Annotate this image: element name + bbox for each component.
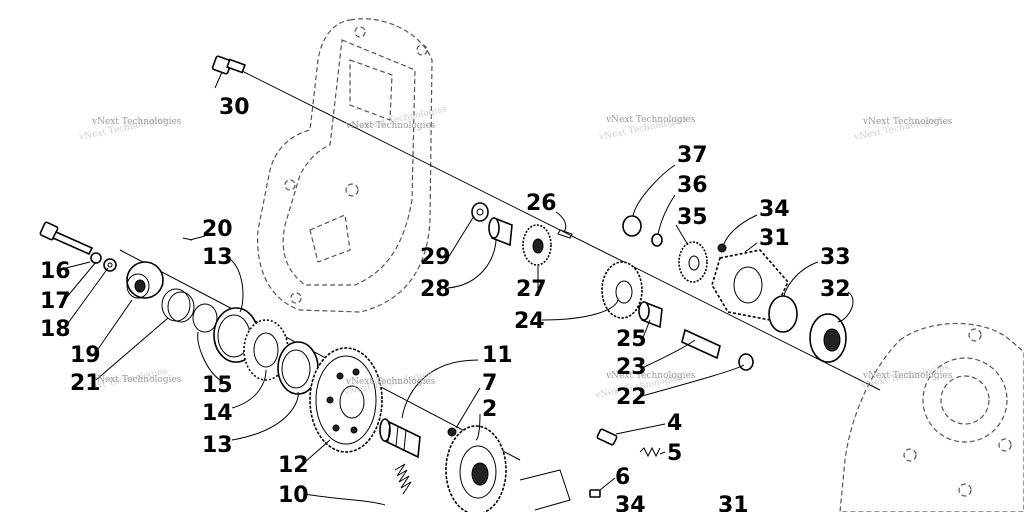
callout-29: 29 xyxy=(420,245,451,270)
callout-28: 28 xyxy=(420,277,451,302)
bolt-30 xyxy=(211,55,246,75)
callout-31-top: 31 xyxy=(759,226,790,251)
svg-text:vNext Technologies: vNext Technologies xyxy=(862,117,953,127)
callout-17: 17 xyxy=(40,289,71,314)
nut-7 xyxy=(447,427,457,437)
svg-text:vNext Technologies: vNext Technologies xyxy=(345,377,436,387)
svg-text:vNext Technologies: vNext Technologies xyxy=(91,117,182,127)
nut-34 xyxy=(717,243,727,253)
callout-4: 4 xyxy=(667,411,682,436)
callout-16: 16 xyxy=(40,259,71,284)
callout-19: 19 xyxy=(70,343,101,368)
callout-12: 12 xyxy=(278,453,309,478)
snap-ring-21 xyxy=(161,288,195,323)
callout-31-bottom: 31 xyxy=(718,493,749,512)
callout-37: 37 xyxy=(677,143,708,168)
washer-36 xyxy=(651,233,663,247)
callout-13-top: 13 xyxy=(202,245,233,270)
lockwasher-17 xyxy=(90,252,102,264)
gear-12 xyxy=(309,347,383,453)
o-ring-33 xyxy=(768,295,798,333)
callout-32: 32 xyxy=(820,277,851,302)
callout-25: 25 xyxy=(616,327,647,352)
nut-37 xyxy=(622,215,642,237)
cap-19 xyxy=(126,261,164,299)
callout-2: 2 xyxy=(482,397,497,422)
plunger-4 xyxy=(596,428,618,446)
callout-27: 27 xyxy=(516,277,547,302)
spring-5 xyxy=(639,446,661,458)
svg-text:vNext Technologies: vNext Technologies xyxy=(862,371,953,381)
callout-10: 10 xyxy=(278,483,309,508)
washer-29 xyxy=(471,202,489,222)
callout-7: 7 xyxy=(482,371,497,396)
svg-text:vNext Technologies: vNext Technologies xyxy=(605,371,696,381)
callout-6: 6 xyxy=(615,465,630,490)
gear-2 xyxy=(445,425,507,512)
bushing-28 xyxy=(488,216,513,247)
callout-30: 30 xyxy=(219,95,250,120)
bearing-32 xyxy=(809,313,847,363)
callout-34-bottom: 34 xyxy=(615,493,646,512)
callout-labels: 30 16 17 18 19 21 20 13 15 14 13 29 28 2… xyxy=(40,95,851,512)
callout-20: 20 xyxy=(202,217,233,242)
svg-text:vNext Technologies: vNext Technologies xyxy=(91,375,182,385)
callout-21: 21 xyxy=(70,371,101,396)
leader-lines xyxy=(65,71,854,506)
callout-26: 26 xyxy=(526,191,557,216)
svg-text:vNext Technologies: vNext Technologies xyxy=(345,121,436,131)
bolt-16 xyxy=(39,221,94,256)
washer-18 xyxy=(103,258,117,272)
callout-15: 15 xyxy=(202,373,233,398)
svg-text:vNext Technologies: vNext Technologies xyxy=(605,115,696,125)
snap-ring-15 xyxy=(192,303,218,333)
callout-24: 24 xyxy=(514,309,545,334)
callout-35: 35 xyxy=(677,205,708,230)
callout-5: 5 xyxy=(667,441,682,466)
callout-33: 33 xyxy=(820,245,851,270)
bushing-25 xyxy=(638,300,663,329)
key-26 xyxy=(557,229,573,239)
callout-36: 36 xyxy=(677,173,708,198)
gearcase-housing xyxy=(839,322,1024,512)
callout-18: 18 xyxy=(40,317,71,342)
spring-10 xyxy=(394,463,412,495)
callout-14: 14 xyxy=(202,401,233,426)
washer-22 xyxy=(738,353,754,371)
chaincase-housing xyxy=(257,18,433,313)
callout-13-bottom: 13 xyxy=(202,433,233,458)
callout-11: 11 xyxy=(482,343,513,368)
callout-23: 23 xyxy=(616,355,647,380)
gear-35 xyxy=(678,241,708,283)
spline-shaft-11 xyxy=(379,418,421,459)
gear-27 xyxy=(522,224,552,266)
callout-34-top: 34 xyxy=(759,197,790,222)
callout-22: 22 xyxy=(616,385,647,410)
gear-24 xyxy=(601,261,643,319)
shaft-23 xyxy=(681,328,721,360)
screw-6 xyxy=(589,489,601,498)
